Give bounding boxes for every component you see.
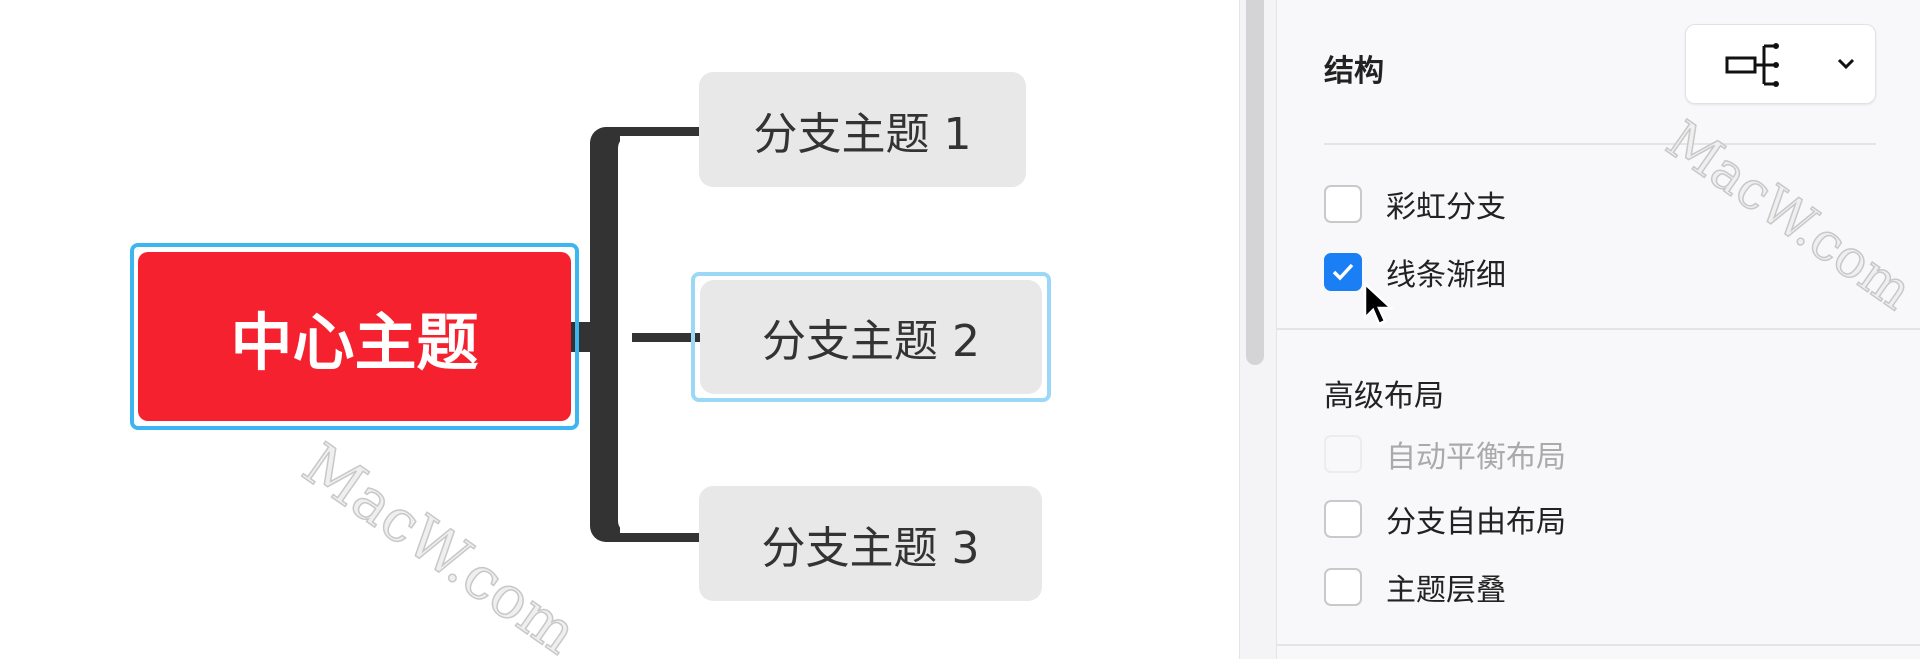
connector-branch-2 (571, 333, 700, 342)
connector-branch-1 (605, 127, 700, 136)
checkbox-checked[interactable] (1324, 253, 1362, 291)
branch-topic-3[interactable]: 分支主题 3 (699, 486, 1042, 601)
structure-label: 结构 (1324, 54, 1384, 89)
option-free-branch-layout[interactable]: 分支自由布局 (1324, 497, 1566, 541)
option-line-taper[interactable]: 线条渐细 (1324, 250, 1506, 294)
divider (1324, 143, 1876, 145)
logic-chart-right-icon (1725, 43, 1779, 87)
trunk-inner (618, 136, 632, 533)
option-label: 彩虹分支 (1386, 190, 1506, 225)
branch-topic-2[interactable]: 分支主题 2 (700, 280, 1042, 394)
option-label: 分支自由布局 (1386, 505, 1566, 540)
option-label: 自动平衡布局 (1386, 440, 1566, 475)
branch-topic-1[interactable]: 分支主题 1 (699, 72, 1026, 187)
checkbox[interactable] (1324, 185, 1362, 223)
mouse-cursor-icon (1363, 282, 1395, 326)
branch-selection (691, 272, 1051, 402)
chevron-down-icon (1837, 58, 1855, 70)
advanced-layout-title: 高级布局 (1324, 379, 1444, 414)
structure-dropdown[interactable] (1685, 24, 1876, 104)
central-topic[interactable]: 中心主题 (138, 252, 571, 421)
section-divider-bottom (1277, 644, 1920, 646)
checkbox-disabled (1324, 435, 1362, 473)
option-label: 主题层叠 (1386, 573, 1506, 608)
checkbox[interactable] (1324, 568, 1362, 606)
connector-branch-3 (605, 533, 700, 542)
checkmark-icon (1332, 263, 1354, 281)
watermark: MacW.com (290, 429, 590, 667)
central-selection (130, 243, 579, 430)
checkbox[interactable] (1324, 500, 1362, 538)
option-label: 线条渐细 (1386, 258, 1506, 293)
option-auto-balance: 自动平衡布局 (1324, 432, 1566, 476)
option-rainbow-branch[interactable]: 彩虹分支 (1324, 182, 1506, 226)
scrollbar-thumb[interactable] (1246, 0, 1264, 365)
mindmap-canvas[interactable]: 中心主题 分支主题 1 分支主题 2 分支主题 3 MacW.com (0, 0, 1239, 667)
section-divider (1277, 328, 1920, 330)
option-topic-overlap[interactable]: 主题层叠 (1324, 565, 1506, 609)
